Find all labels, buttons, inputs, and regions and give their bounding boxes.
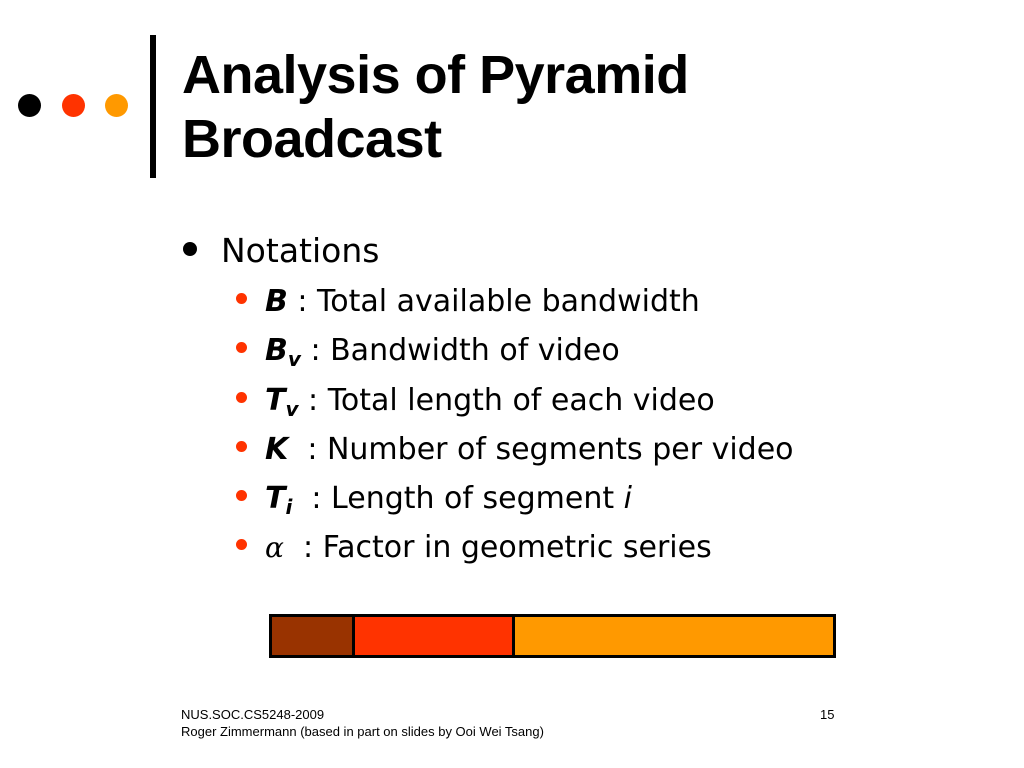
symbol: Bv (265, 333, 301, 372)
item-text: : Length of segment (292, 481, 624, 517)
item-text: : Total available bandwidth (287, 284, 700, 319)
list-item: Tv : Total length of each video (236, 380, 794, 429)
page-number: 15 (820, 707, 835, 722)
subscript: v (287, 347, 301, 372)
main-bullet-text: Notations (221, 231, 380, 270)
footer-left: NUS.SOC.CS5248-2009 Roger Zimmermann (ba… (181, 706, 544, 740)
segment-2 (351, 617, 513, 655)
segment-bar (269, 614, 836, 658)
bullet-icon (236, 391, 247, 403)
red-dot-icon (62, 94, 85, 117)
segment-1 (272, 617, 352, 655)
list-item: Bv : Bandwidth of video (236, 330, 794, 379)
item-text: : Bandwidth of video (300, 333, 620, 369)
main-bullet: Notations (183, 229, 379, 273)
list-item: B : Total available bandwidth (236, 281, 794, 330)
slide-title: Analysis of Pyramid Broadcast (182, 43, 982, 171)
list-item: α : Factor in geometric series (236, 527, 794, 576)
title-divider (150, 35, 156, 178)
symbol: Tv (265, 382, 299, 421)
item-text: : Total length of each video (298, 382, 715, 418)
bullet-icon (236, 342, 247, 354)
alpha-symbol: α (265, 531, 284, 565)
bullet-icon (183, 241, 197, 256)
black-dot-icon (18, 94, 41, 117)
symbol: K (265, 431, 289, 467)
list-item: Ti : Length of segment i (236, 478, 794, 527)
segment-3 (512, 617, 833, 655)
bullet-icon (236, 490, 247, 502)
subscript: i (285, 495, 293, 520)
orange-dot-icon (105, 94, 128, 117)
symbol: Ti (265, 481, 293, 520)
item-text-tail: i (623, 481, 632, 517)
item-text: : Factor in geometric series (283, 530, 712, 566)
subscript: v (285, 396, 299, 421)
decorative-dots (18, 94, 138, 118)
list-item: K : Number of segments per video (236, 429, 794, 478)
bullet-icon (236, 293, 247, 304)
title-line-2: Broadcast (182, 109, 442, 169)
title-line-1: Analysis of Pyramid (182, 45, 689, 105)
notation-list: B : Total available bandwidth Bv : Bandw… (236, 281, 794, 577)
bullet-icon (236, 440, 247, 452)
item-text: : Number of segments per video (288, 431, 794, 467)
bullet-icon (236, 539, 247, 551)
footer-course: NUS.SOC.CS5248-2009 (181, 707, 325, 722)
footer-author: Roger Zimmermann (based in part on slide… (181, 724, 544, 739)
symbol: B (265, 284, 288, 319)
